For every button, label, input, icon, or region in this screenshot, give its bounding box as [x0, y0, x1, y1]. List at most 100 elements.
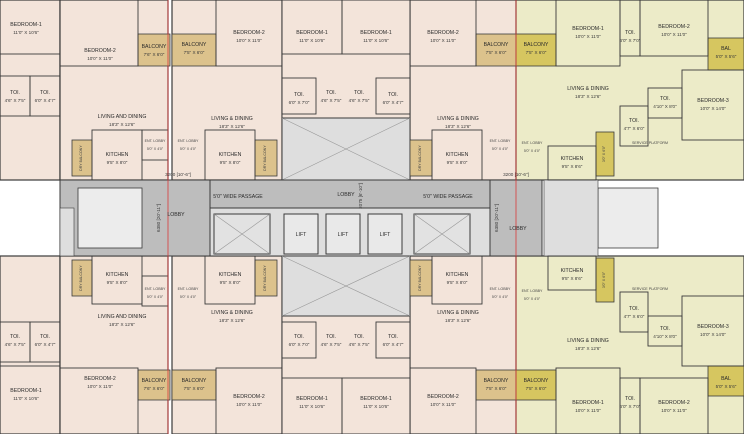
label-passage-left: 5'0" WIDE PASSAGE [213, 194, 263, 200]
label-bed1-bottom-c2: BEDROOM-1 [360, 396, 392, 402]
dim-balcony-top-2: 7'6" X 6'0" [144, 52, 165, 57]
label-bed1-top-5: BEDROOM-1 [572, 26, 604, 32]
dim-bed2-bottom-3: 10'0" X 11'0" [236, 402, 262, 407]
label-toi-bottom-c1: TOI. [326, 334, 336, 340]
label-bal-bottom-5: BAL [721, 376, 731, 382]
dim-bed1-bottom-5: 10'0" X 11'0" [575, 408, 601, 413]
label-bed2-bottom-2: BEDROOM-2 [84, 376, 116, 382]
label-toi-top-c2: TOI. [354, 90, 364, 96]
label-ent-top-3: ENT. LOBBY [178, 139, 199, 143]
label-lift-1: LIFT [296, 232, 307, 238]
label-toi-bottom-1a: TOI. [10, 334, 20, 340]
dim-kitchen-top-2: 9'5" X 8'0" [107, 160, 128, 165]
label-bed1-top-1: BEDROOM-1 [10, 22, 42, 28]
lift-core [209, 207, 491, 257]
label-toi-bottom-5: TOI. [625, 396, 635, 402]
dim-balcony-bottom-3: 7'5" X 6'0" [184, 386, 205, 391]
label-bed1-bottom-1: BEDROOM-1 [10, 388, 42, 394]
dim-bed3-top-5: 10'0" X 14'0" [700, 106, 726, 111]
dim-bal-top-5: 5'0" X 5'6" [716, 54, 737, 59]
label-kitchen-bottom-5: KITCHEN [561, 268, 584, 274]
label-ent-bottom-3: ENT. LOBBY [178, 287, 199, 291]
dim-kitchen-bottom-3: 9'5" X 8'0" [220, 280, 241, 285]
label-toi-top-1b: TOI. [40, 90, 50, 96]
label-bed2-top-3: BEDROOM-2 [233, 30, 265, 36]
top-core-cross-2 [281, 117, 411, 181]
dim-bed3-bottom-5: 10'0" X 14'0" [700, 332, 726, 337]
label-dry-bal-bottom-5: 3'0" X 6'0" [602, 271, 606, 288]
label-ent-bottom-2: ENT. LOBBY [145, 287, 166, 291]
lift-1 [283, 213, 319, 255]
label-living-top-4: LIVING & DINING [437, 116, 479, 122]
label-bed3-top-5: BEDROOM-3 [697, 98, 729, 104]
dim-toi-bottom-5: 6'0" X 7'0" [620, 404, 641, 409]
balcony-bottom-2 [137, 369, 171, 401]
label-service-bottom-5: SERVICE PLATFORM [632, 287, 668, 291]
label-kitchen-top-3: KITCHEN [219, 152, 242, 158]
label-bal-top-5: BAL [721, 46, 731, 52]
balcony-top-5 [515, 33, 557, 67]
label-bed3-bottom-5: BEDROOM-3 [697, 324, 729, 330]
dim-toi-top-1b: 6'0" X 4'7" [35, 98, 56, 103]
dim-bed2-bottom-2: 10'0" X 11'0" [87, 384, 113, 389]
dim-toi-top-c2: 4'6" X 7'5" [349, 98, 370, 103]
label-service-top-5: SERVICE PLATFORM [632, 141, 668, 145]
wall-kitchen-top-5 [547, 145, 597, 181]
dim-balcony-top-4: 7'5" X 6'0" [486, 50, 507, 55]
label-kitchen-bottom-3: KITCHEN [219, 272, 242, 278]
dim-bed2-top-3: 10'0" X 11'0" [236, 38, 262, 43]
dim-bed2-bottom-5: 10'0" X 11'0" [661, 408, 687, 413]
dim-3200-left: 3200 [10'-6"] [165, 172, 191, 177]
label-dry-bal-bottom-2: DRY BALCONY [79, 265, 83, 291]
wall-bed2-top-4 [409, 0, 477, 67]
dim-bed1-bottom-1: 11'0" X 10'6" [13, 396, 39, 401]
label-living-top-3: LIVING & DINING [211, 116, 253, 122]
dim-2075: 2075 [6'-10"] [358, 183, 363, 209]
lobby-center [209, 179, 531, 209]
dim-kitchen-bottom-2: 9'5" X 8'0" [107, 280, 128, 285]
dim-balcony-bottom-4: 7'5" X 6'0" [486, 386, 507, 391]
dim-toi3-top-5: 4'10" X 8'0" [653, 104, 677, 109]
label-ent-top-4: ENT. LOBBY [490, 139, 511, 143]
balcony-top-4 [475, 33, 517, 67]
balcony-top-3 [171, 33, 217, 67]
label-toi-bottom-1b: TOI. [40, 334, 50, 340]
label-kitchen-top-5: KITCHEN [561, 156, 584, 162]
shaft-right-cross-2 [413, 213, 471, 255]
label-living-bottom-2: LIVING AND DINING [98, 314, 147, 320]
label-ent-top-2: ENT. LOBBY [145, 139, 166, 143]
label-bed2-bottom-5: BEDROOM-2 [658, 400, 690, 406]
label-toi-top-5: TOI. [625, 30, 635, 36]
unit-top-5 [515, 0, 744, 181]
dim-living-bottom-2: 18'3" X 12'6" [109, 322, 135, 327]
label-living-bottom-5: LIVING & DINING [567, 338, 609, 344]
dim-bed2-top-2: 10'0" X 11'0" [87, 56, 113, 61]
dim-bal-bottom-5: 5'0" X 5'6" [716, 384, 737, 389]
balcony-bottom-3 [171, 369, 217, 401]
wall-bed2-top-2 [59, 0, 139, 67]
label-balcony-top-2: BALCONY [142, 44, 167, 50]
wall-toi-bottom-4 [375, 321, 411, 359]
label-toi-bottom-c2: TOI. [354, 334, 364, 340]
wall-kitchen-bottom-5 [547, 255, 597, 291]
dim-balcony-bottom-2: 7'6" X 6'0" [144, 386, 165, 391]
label-balcony-bottom-2: BALCONY [142, 378, 167, 384]
dim-living-top-3: 18'3" X 12'6" [219, 124, 245, 129]
label-living-top-5: LIVING & DINING [567, 86, 609, 92]
label-toi-top-c1: TOI. [326, 90, 336, 96]
dim-bed1-top-c2: 11'0" X 10'6" [363, 38, 389, 43]
label-toi3-bottom-5: TOI. [660, 326, 670, 332]
balconies [71, 33, 744, 401]
label-bed1-top-c2: BEDROOM-1 [360, 30, 392, 36]
dim-balcony-top-3: 7'5" X 6'0" [184, 50, 205, 55]
dim-toi-bottom-1a: 4'6" X 7'5" [5, 342, 26, 347]
label-lobby-right: LOBBY [509, 226, 527, 232]
label-bed2-top-5: BEDROOM-2 [658, 24, 690, 30]
shaft-left-cross-2 [213, 213, 271, 255]
label-bed2-bottom-4: BEDROOM-2 [427, 394, 459, 400]
dim-toi-bottom-c1: 4'6" X 7'5" [321, 342, 342, 347]
label-dry-bal-top-5: 3'0" X 6'0" [602, 145, 606, 162]
label-toi-top-3: TOI. [294, 92, 304, 98]
label-bed2-top-2: BEDROOM-2 [84, 48, 116, 54]
